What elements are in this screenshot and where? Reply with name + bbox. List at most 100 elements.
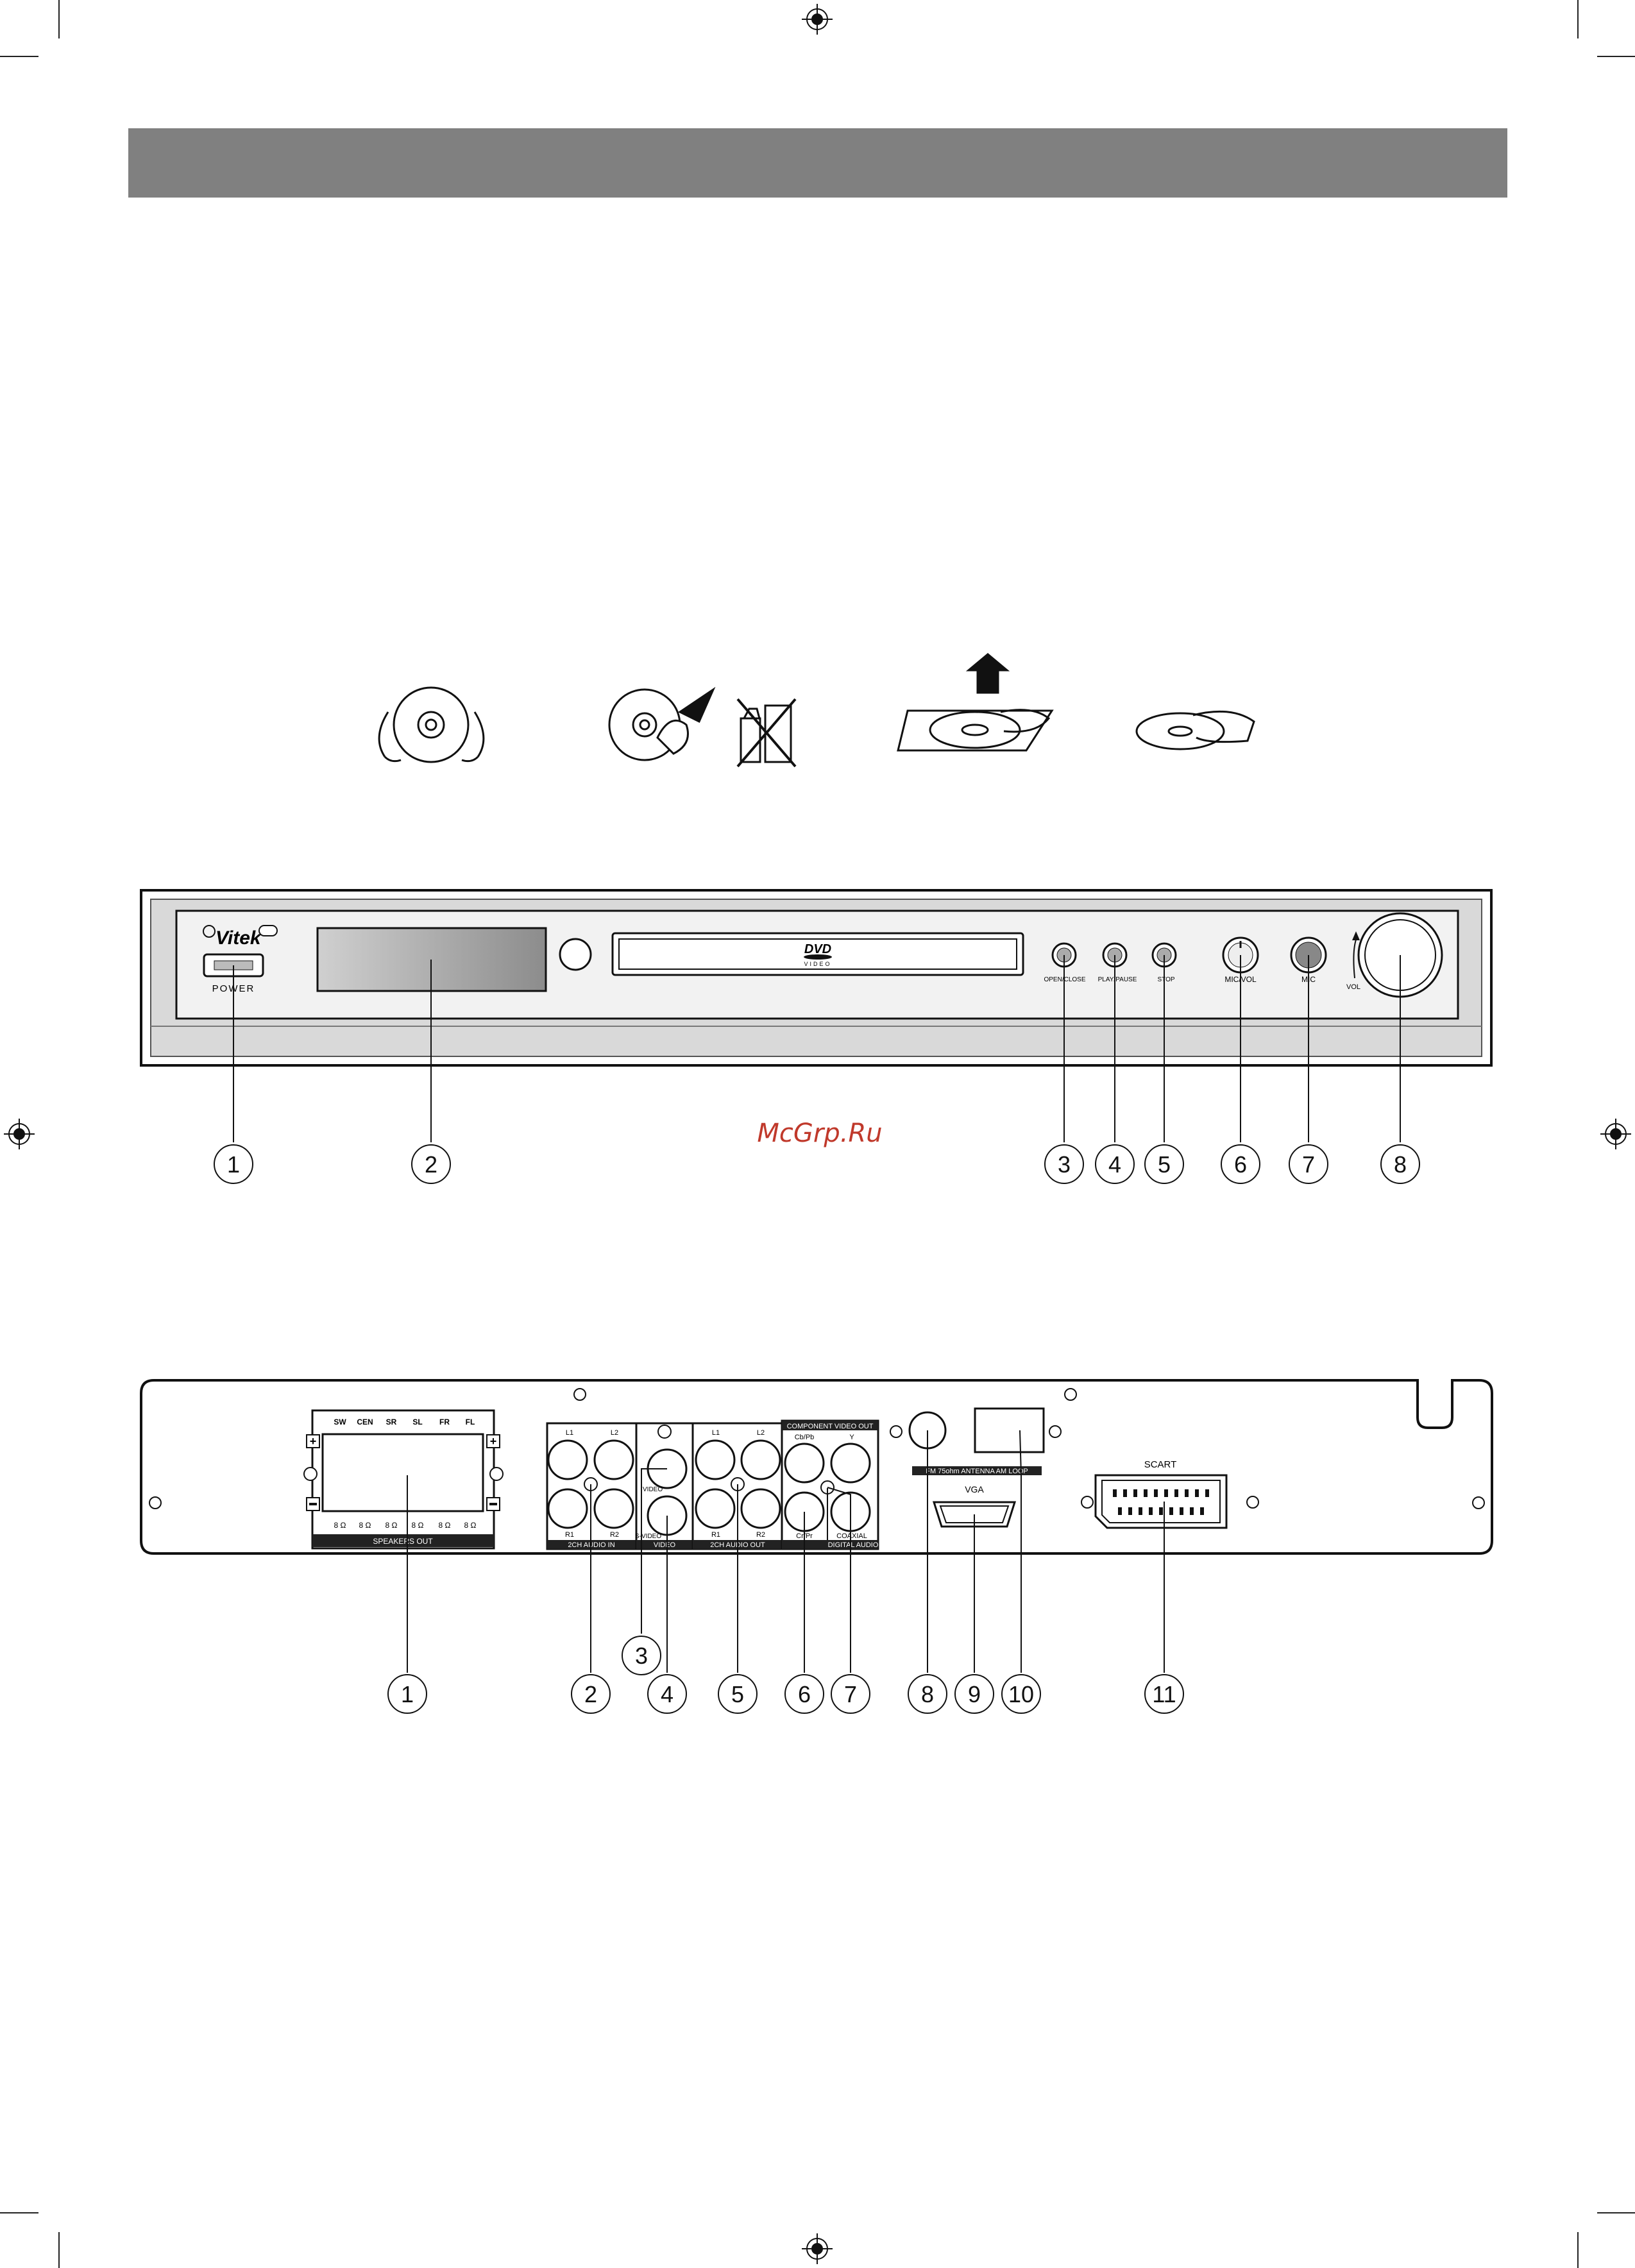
speaker-channel-sl: SL [412,1418,422,1426]
registration-mark-top [802,4,833,35]
digital-audio-caption: DIGITAL AUDIO [828,1541,879,1549]
rear-callout-7 [831,1674,870,1714]
rear-callout-10-label: 10 [1008,1681,1034,1707]
component-pb-jack[interactable] [784,1443,825,1484]
brand-logo-mark [203,925,216,938]
speaker-terminal-block: SPEAKERS OUT + + SW CEN SR SL FR FL 8 Ω … [303,1409,504,1550]
registration-mark-left [4,1119,35,1149]
rear-panel [140,1379,1493,1555]
rear-callout-2 [571,1674,611,1714]
speaker-impedance-cen: 8 Ω [359,1521,371,1530]
speakers-out-label: SPEAKERS OUT [373,1537,433,1546]
front-panel: Vitek POWER DVD VIDEO OPEN/CLOSE PLAY/PA… [140,889,1493,1067]
video-caption: VIDEO [654,1541,676,1549]
speaker-impedance-fl: 8 Ω [464,1521,477,1530]
audio-out-l1-jack[interactable] [695,1439,736,1480]
audio-out-l2-jack[interactable] [740,1439,781,1480]
component-video-caption: COMPONENT VIDEO OUT [787,1423,874,1430]
audio-in-l2-label: L2 [611,1429,618,1437]
front-callout-1-label: 1 [227,1151,240,1178]
registration-mark-right [1600,1119,1631,1149]
component-y-label: Y [849,1434,854,1441]
speaker-plus-marks: + + [306,1434,500,1511]
speaker-impedance-sr: 8 Ω [385,1521,398,1530]
watermark: McGrp.Ru [757,1119,882,1148]
am-loop-terminal[interactable] [974,1407,1045,1453]
rear-callout-1-label: 1 [401,1681,414,1707]
audio-in-group: L1 L2 R1 R2 2CH AUDIO IN [546,1422,638,1550]
speaker-impedance-fr: 8 Ω [439,1521,451,1530]
audio-out-r1-label: R1 [711,1531,720,1539]
front-callout-8 [1380,1144,1420,1184]
audio-in-l1-label: L1 [566,1429,573,1437]
no-solvents-icon [736,698,797,768]
rear-callout-4-label: 4 [661,1681,673,1707]
rear-callout-3 [622,1636,661,1675]
load-disc-tray-icon [897,653,1054,752]
dvd-logo: DVD [804,942,831,956]
speaker-channel-fr: FR [439,1418,450,1426]
video-jack-label: VIDEO [643,1486,663,1493]
audio-out-l2-label: L2 [757,1429,765,1437]
rear-callout-9 [954,1674,994,1714]
front-callout-6-label: 6 [1234,1151,1247,1178]
svg-text:+: + [490,1435,497,1448]
speaker-channel-cen: CEN [357,1418,373,1426]
rear-callout-7-label: 7 [844,1681,857,1707]
coaxial-label: COAXIAL [836,1532,867,1540]
front-callout-5-label: 5 [1158,1151,1171,1178]
front-callout-3-label: 3 [1058,1151,1071,1178]
rear-callout-6-label: 6 [798,1681,811,1707]
front-callout-6 [1221,1144,1260,1184]
rear-callout-6 [784,1674,824,1714]
rear-callout-3-label: 3 [635,1643,648,1669]
component-pb-label: Cb/Pb [795,1434,815,1441]
front-callout-3 [1044,1144,1084,1184]
audio-in-l2-jack[interactable] [593,1439,634,1480]
rear-callout-4 [647,1674,687,1714]
front-callouts [214,1144,1420,1184]
component-video-group: COMPONENT VIDEO OUT Cb/Pb Y Cr/Pr COAXIA… [781,1419,879,1550]
audio-out-r2-jack[interactable] [740,1488,781,1529]
front-callout-2-label: 2 [425,1151,437,1178]
volume-direction-arrow [1353,939,1357,979]
scart-pins [1113,1489,1209,1515]
scart-label: SCART [1144,1459,1177,1470]
registration-mark-bottom [802,2233,833,2264]
play-pause-label: PLAY/PAUSE [1098,976,1137,983]
audio-in-r2-label: R2 [610,1531,619,1539]
vol-label: VOL [1346,983,1360,991]
rear-screws [149,1388,1485,1509]
rear-callout-9-label: 9 [968,1681,981,1707]
front-callout-8-label: 8 [1394,1151,1407,1178]
hold-disc-edges-icon [378,686,485,763]
rear-callout-5-label: 5 [731,1681,744,1707]
disc-tray[interactable] [611,932,1024,976]
component-y-jack[interactable] [830,1443,871,1484]
rear-callout-8-label: 8 [921,1681,934,1707]
wipe-disc-icon [608,686,716,761]
carry-disc-icon [1135,710,1255,750]
audio-in-l1-jack[interactable] [547,1439,588,1480]
antenna-caption: FM 75ohm ANTENNA AM LOOP [926,1468,1028,1475]
speaker-channel-sr: SR [386,1418,397,1426]
rear-callout-2-label: 2 [584,1681,597,1707]
audio-in-r1-jack[interactable] [547,1488,588,1529]
header-bar [128,128,1507,198]
audio-out-l1-label: L1 [712,1429,720,1437]
s-video-jack-label: S-VIDEO [635,1533,661,1540]
rear-callout-11-label: 11 [1152,1681,1176,1707]
audio-in-r2-jack[interactable] [593,1488,634,1529]
rear-callouts [387,1636,1184,1714]
rear-callout-leaders [407,1430,1165,1673]
speaker-impedance-sw: 8 Ω [334,1521,346,1530]
rear-callout-10 [1001,1674,1041,1714]
stop-label: STOP [1157,976,1174,983]
open-close-label: OPEN/CLOSE [1044,976,1085,983]
audio-in-caption: 2CH AUDIO IN [568,1541,614,1549]
audio-out-r1-jack[interactable] [695,1488,736,1529]
front-callout-4-label: 4 [1108,1151,1121,1178]
front-callout-7 [1289,1144,1328,1184]
